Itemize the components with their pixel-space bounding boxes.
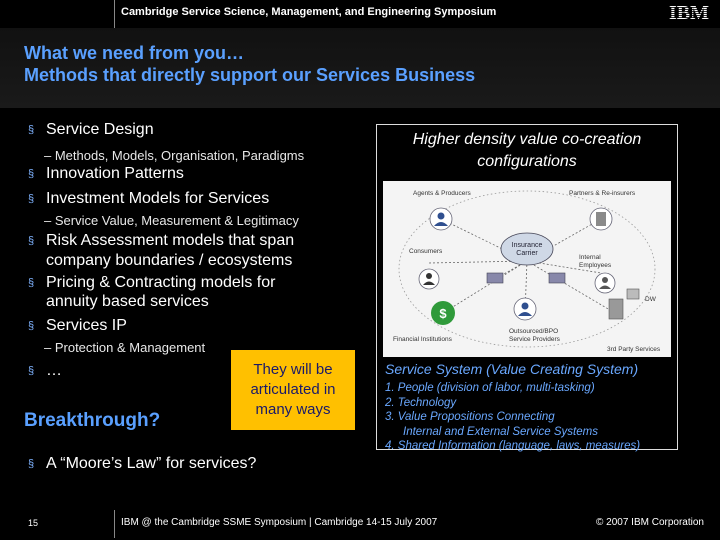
bullet-marker: § — [28, 193, 35, 205]
workstation-icon — [486, 272, 566, 284]
footer-event: IBM @ the Cambridge SSME Symposium | Cam… — [121, 517, 438, 528]
header-divider — [114, 0, 115, 28]
right-panel-title: Higher density value co-creation configu… — [412, 131, 642, 170]
list-item: 3. Value Propositions Connecting — [385, 411, 555, 423]
diagram-label-dw: DW — [645, 296, 657, 303]
bullet-marker: § — [28, 320, 35, 332]
right-panel: Higher density value co-creation configu… — [376, 124, 678, 452]
callout-line3: many ways — [255, 401, 331, 418]
diagram-label-partners: Partners & Re-insurers — [569, 190, 636, 197]
header-bar: Cambridge Service Science, Management, a… — [0, 0, 720, 28]
dollar-icon: $ — [431, 301, 455, 325]
outsourced-person-icon — [513, 297, 537, 321]
service-system-list: 1. People (division of labor, multi-task… — [385, 381, 640, 454]
bullet-marker: § — [28, 365, 35, 377]
server-icon — [608, 288, 640, 320]
svg-text:$: $ — [439, 306, 447, 321]
ibm-logo: IBM — [669, 2, 709, 22]
footer-copyright: © 2007 IBM Corporation — [596, 517, 704, 528]
value-network-diagram: Agents & Producers Partners & Re-insurer… — [383, 181, 671, 357]
agents-person-icon — [429, 207, 453, 231]
conference-title: Cambridge Service Science, Management, a… — [121, 6, 497, 18]
bullet-marker: § — [28, 277, 35, 289]
employees-person-icon — [594, 272, 616, 294]
breakthrough-label: Breakthrough? — [24, 410, 161, 431]
partners-building-icon — [589, 207, 613, 231]
sub-service-design: – Methods, Models, Organisation, Paradig… — [44, 148, 305, 163]
diagram-label-financial: Financial Institutions — [393, 336, 453, 343]
svg-text:Carrier: Carrier — [516, 250, 538, 257]
callout-box: They will be articulated in many ways — [231, 350, 355, 430]
callout-line1: They will be — [253, 361, 333, 378]
title-band — [0, 28, 720, 108]
list-item: 2. Technology — [385, 396, 457, 409]
callout-line2: articulated in — [250, 381, 336, 398]
slide-title-line2: Methods that directly support our Servic… — [24, 65, 476, 85]
diagram-label-internal-2: Employees — [579, 262, 612, 269]
bullet-marker: § — [28, 168, 35, 180]
list-item: Internal and External Service Systems — [403, 425, 598, 438]
diagram-label-internal-1: Internal — [579, 254, 601, 261]
diagram-label-agents: Agents & Producers — [413, 190, 472, 197]
list-item: 4. Shared Information (language, laws, m… — [385, 440, 641, 452]
diagram-label-outsourced-2: Service Providers — [509, 336, 561, 343]
svg-text:IBM: IBM — [669, 2, 709, 22]
bullet-marker: § — [28, 124, 35, 136]
svg-text:Insurance: Insurance — [512, 242, 543, 249]
footer-divider — [114, 510, 115, 538]
consumers-person-icon — [418, 268, 440, 290]
list-item: 1. People (division of labor, multi-task… — [385, 382, 595, 394]
footer-bar: 15 IBM @ the Cambridge SSME Symposium | … — [0, 506, 720, 540]
bullet-marker: § — [28, 235, 35, 247]
diagram-label-outsourced-1: Outsourced/BPO — [509, 328, 558, 335]
diagram-label-third-party: 3rd Party Services — [607, 346, 661, 353]
bullet-marker: § — [28, 458, 35, 470]
service-system-title: Service System (Value Creating System) — [385, 361, 639, 377]
slide-title-line1: What we need from you… — [24, 43, 245, 63]
slide-title: What we need from you… Methods that dire… — [24, 42, 475, 86]
page-number: 15 — [28, 518, 39, 528]
carrier-node-icon: Insurance Carrier — [500, 232, 554, 266]
sub-investment: – Service Value, Measurement & Legitimac… — [44, 213, 299, 228]
diagram-label-consumers: Consumers — [409, 248, 443, 255]
sub-ip: – Protection & Management — [44, 340, 206, 355]
